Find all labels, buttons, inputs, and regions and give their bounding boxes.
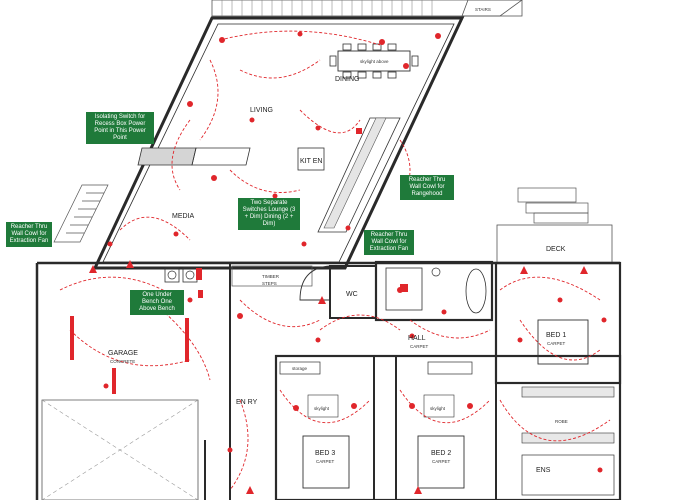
note-two-switches: Two Separate Switches Lounge (3 + Dim) D…: [238, 198, 300, 230]
room-bed3-sub: CARPET: [316, 459, 335, 464]
room-deck: DECK: [546, 246, 566, 253]
room-garage: GARAGE: [108, 350, 138, 357]
robe-label: ROBE: [555, 419, 568, 424]
note-reacher-extraction-mid: Reacher Thru Wall Cowl for Extraction Fa…: [364, 230, 414, 255]
room-garage-sub: CONCRETE: [110, 359, 135, 364]
top-deck-hatch: STAIRS: [211, 0, 523, 17]
room-kitchen: KIT EN: [300, 158, 322, 165]
room-media: MEDIA: [172, 213, 195, 220]
media-stair: [53, 184, 109, 243]
stairs-top-label: STAIRS: [475, 7, 491, 12]
room-wc: WC: [346, 291, 358, 298]
room-entry: EN RY: [236, 399, 258, 406]
room-bed3: BED 3: [315, 450, 335, 457]
note-reacher-extraction-left: Reacher Thru Wall Cowl for Extraction Fa…: [6, 222, 52, 247]
room-bed2-sub: CARPET: [432, 459, 451, 464]
room-living: LIVING: [250, 107, 273, 114]
room-hall-sub: CARPET: [410, 344, 429, 349]
room-dining: DINING: [335, 76, 360, 83]
room-bed2: BED 2: [431, 450, 451, 457]
lower-walls: TIMBER STEPS storage RO: [35, 187, 622, 500]
steps-label: STEPS: [262, 281, 277, 286]
room-ens: ENS: [536, 467, 551, 474]
note-isolating-switch: Isolating Switch for Recess Box Power Po…: [86, 112, 154, 144]
room-bed1: BED 1: [546, 332, 566, 339]
timber-label: TIMBER: [262, 274, 280, 279]
electrical-runs: [59, 30, 611, 491]
storage-label: storage: [292, 366, 308, 371]
skylight-dining-label: skylight above: [360, 59, 389, 64]
electrical-fixtures: [70, 31, 607, 494]
room-bed1-sub: CARPET: [547, 341, 566, 346]
skylight-bed3-label: skylight: [314, 406, 330, 411]
note-bench: One Under Bench One Above Bench: [130, 290, 184, 315]
room-hall: HALL: [408, 335, 426, 342]
skylight-bed2-label: skylight: [430, 406, 446, 411]
note-reacher-rangehood: Reacher Thru Wall Cowl for Rangehood: [400, 175, 454, 200]
room-labels: DINING LIVING KIT EN MEDIA GARAGE CONCRE…: [108, 76, 566, 474]
